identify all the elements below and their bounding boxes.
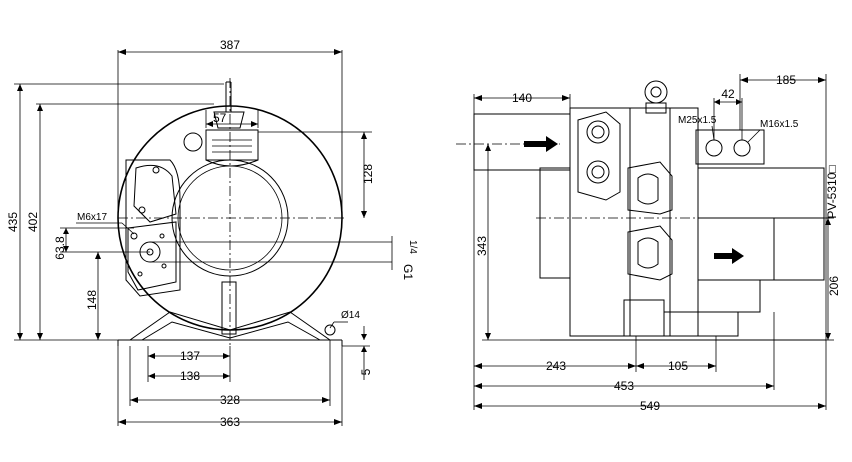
- lifting-eye: [644, 80, 668, 104]
- dim-42: 42: [721, 87, 735, 101]
- dim-137: 137: [180, 349, 200, 363]
- dim-63-8: 63.8: [53, 236, 67, 260]
- dim-185: 185: [776, 73, 796, 87]
- motor-body: [697, 167, 825, 219]
- dim-phi14: Ø14: [341, 310, 360, 321]
- model-label: PV-5310□: [825, 165, 839, 218]
- front-view: 387 57 128 435 402 M6x17 63.8: [6, 38, 418, 429]
- dim-387: 387: [220, 38, 240, 52]
- dim-453: 453: [614, 379, 634, 393]
- dim-g1: G1: [401, 264, 415, 280]
- dim-549: 549: [640, 399, 660, 413]
- dim-243: 243: [546, 359, 566, 373]
- dim-343: 343: [475, 236, 489, 256]
- dim-5: 5: [359, 368, 373, 375]
- dim-363: 363: [220, 415, 240, 429]
- dim-148: 148: [85, 290, 99, 310]
- dim-138: 138: [180, 369, 200, 383]
- dim-g1-sub: 1/4: [407, 240, 418, 254]
- dim-402: 402: [26, 212, 40, 232]
- dim-140: 140: [512, 91, 532, 105]
- label-m16: M16x1.5: [760, 119, 799, 130]
- dim-57: 57: [213, 111, 227, 125]
- dim-105: 105: [668, 359, 688, 373]
- dim-206: 206: [827, 276, 841, 296]
- dim-435: 435: [6, 212, 20, 232]
- dim-128: 128: [361, 164, 375, 184]
- label-m6x17: M6x17: [77, 212, 107, 223]
- side-view: 140 185 42 M25x1.5 M16x1.5 PV-5310□ 343 …: [456, 73, 841, 413]
- terminal-box: [205, 129, 259, 161]
- label-m25: M25x1.5: [678, 115, 717, 126]
- dim-328: 328: [220, 393, 240, 407]
